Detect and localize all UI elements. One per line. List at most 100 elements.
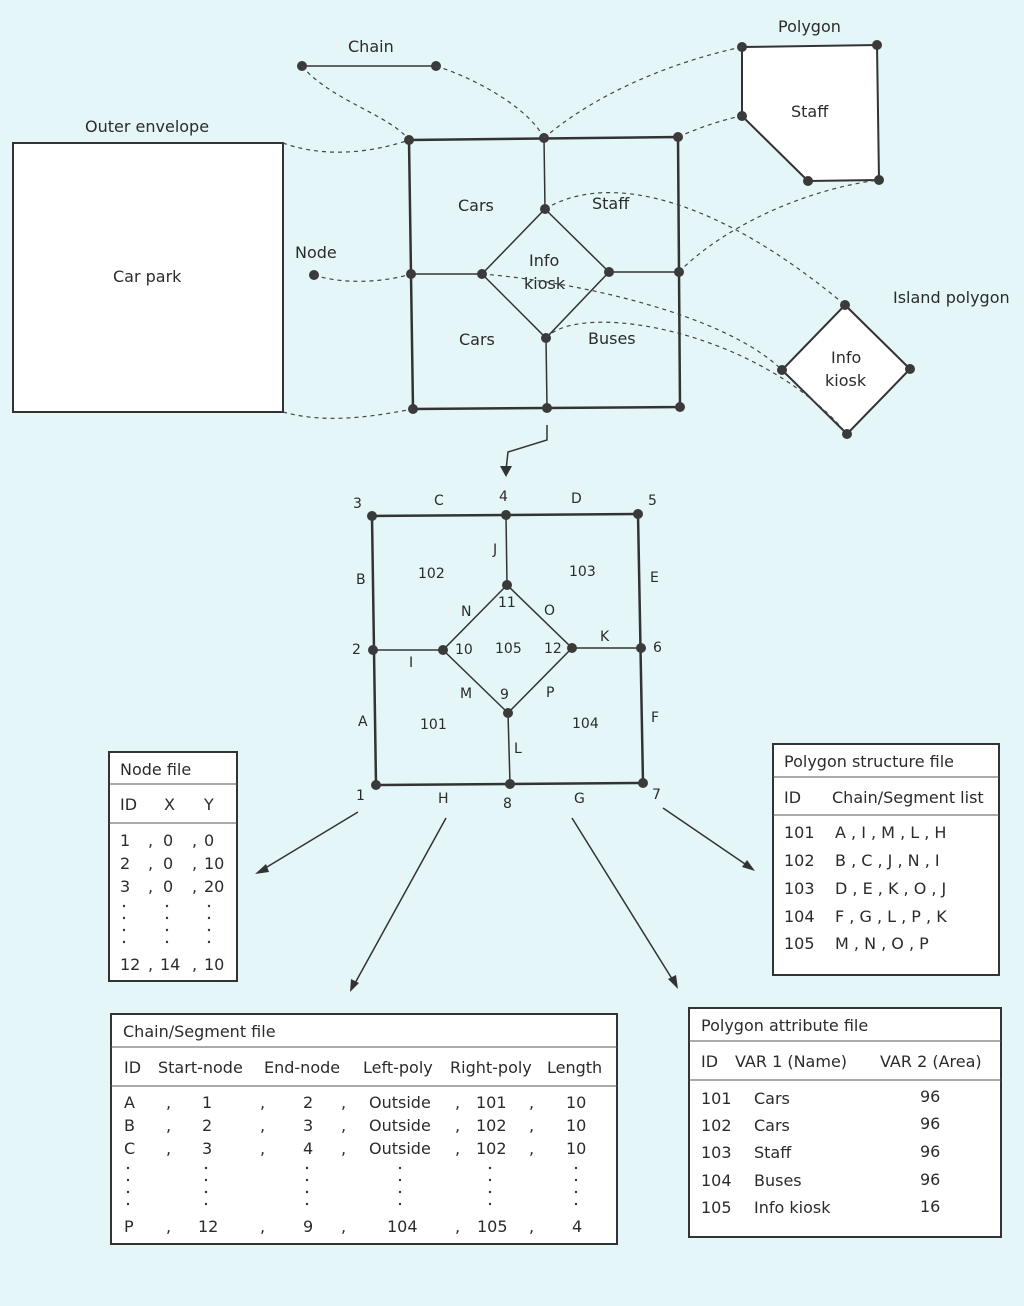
node-file-cell: 10 [204, 955, 224, 974]
node-11-dot [502, 580, 512, 590]
node-id-label: 6 [653, 640, 662, 656]
polygon-attribute-cell: 16 [920, 1197, 940, 1216]
comma-separator: , [529, 1217, 534, 1236]
segment-label: D [571, 491, 582, 507]
chain-segment-cell: Outside [369, 1116, 431, 1135]
outer-envelope-label: Outer envelope [85, 117, 209, 136]
polygon-structure-cell: 102 [784, 851, 815, 870]
ellipsis-dot [305, 1178, 309, 1182]
node-id-label: 11 [498, 595, 516, 611]
chain-segment-header: Length [547, 1058, 602, 1077]
node-10-dot [438, 645, 448, 655]
node-id-label: 9 [500, 687, 509, 703]
chain-segment-cell: 3 [303, 1116, 313, 1135]
ellipsis-dot [488, 1178, 492, 1182]
map-node [542, 403, 552, 413]
polygon-structure-cell: 105 [784, 934, 815, 953]
comma-separator: , [166, 1093, 171, 1112]
node-3-dot [367, 511, 377, 521]
chain-segment-cell: C [124, 1139, 135, 1158]
node-file-header: Y [203, 795, 214, 814]
node-1-dot [371, 780, 381, 790]
chain-segment-cell: 10 [566, 1093, 586, 1112]
comma-separator: , [260, 1116, 265, 1135]
comma-separator: , [260, 1139, 265, 1158]
chain-segment-header: Start-node [158, 1058, 243, 1077]
polygon-attribute-cell: 96 [920, 1114, 940, 1133]
comma-separator: , [455, 1139, 460, 1158]
polygon-attribute-header: VAR 2 (Area) [880, 1052, 982, 1071]
comma-separator: , [455, 1093, 460, 1112]
ellipsis-dot [574, 1166, 578, 1170]
node-file-cell: , [148, 955, 153, 974]
chain-segment-rows: A 1 2 Outside 101 10 B 2 3 Outside 102 1… [124, 1093, 586, 1236]
polygon-label: Polygon [778, 17, 841, 36]
polygon-id-label: 105 [495, 641, 522, 657]
polygon-attribute-table: Polygon attribute file ID VAR 1 (Name) V… [688, 1007, 1002, 1238]
polygon-attribute-header: ID [701, 1052, 718, 1071]
polygon-vertex [872, 40, 882, 50]
node-file-cell: 14 [160, 955, 180, 974]
polygon-attribute-cell: 104 [701, 1171, 732, 1190]
chain-label: Chain [348, 37, 394, 56]
polygon-structure-header: ID [784, 788, 801, 807]
chain-segment-header: Left-poly [363, 1058, 433, 1077]
chain-segment-cell: B [124, 1116, 135, 1135]
polygon-structure-cell: F , G , L , P , K [835, 907, 947, 926]
chain-segment-cell: P [124, 1217, 134, 1236]
chain-segment-cell: 4 [303, 1139, 313, 1158]
polygon-attribute-cell: 96 [920, 1087, 940, 1106]
node-file-cell: , [148, 877, 153, 896]
polygon-structure-table: Polygon structure file ID Chain/Segment … [772, 743, 1000, 976]
node-file-table: Node file ID X Y 1 , 0 , 0 2 , 0 , 10 3 … [108, 751, 238, 982]
polygon-attribute-header: VAR 1 (Name) [735, 1052, 847, 1071]
polygon-structure-cell: D , E , K , O , J [835, 879, 946, 898]
polygon-attribute-cell: 103 [701, 1143, 732, 1162]
chain-segment-cell: 9 [303, 1217, 313, 1236]
segment-label: C [434, 493, 444, 509]
map-divider [545, 337, 548, 409]
chain-segment-cell: Outside [369, 1139, 431, 1158]
node-12-dot [567, 643, 577, 653]
polygon-attribute-cell: Cars [754, 1116, 790, 1135]
ellipsis-dot [574, 1178, 578, 1182]
map-divider [543, 137, 546, 210]
node-id-label: 7 [652, 787, 661, 803]
node-id-label: 3 [353, 496, 362, 512]
polygon-id-label: 103 [569, 564, 596, 580]
ellipsis-dot [398, 1190, 402, 1194]
island-info-label: Info [831, 348, 861, 367]
ellipsis-dot [204, 1166, 208, 1170]
segment-label: E [650, 570, 659, 586]
island-vertex [905, 364, 915, 374]
node-5-dot [633, 509, 643, 519]
polygon-structure-cell: A , I , M , L , H [835, 823, 946, 842]
polygon-attribute-cell: 101 [701, 1089, 732, 1108]
node-file-cell: 3 [120, 877, 130, 896]
segment-label: M [460, 686, 472, 702]
polygon-attribute-cell: 96 [920, 1170, 940, 1189]
comma-separator: , [166, 1116, 171, 1135]
polygon-attribute-cell: 102 [701, 1116, 732, 1135]
node-8-dot [505, 779, 515, 789]
polygon-structure-title: Polygon structure file [784, 752, 954, 771]
island-polygon-label-1: Island polygon [893, 288, 1010, 307]
comma-separator: , [529, 1093, 534, 1112]
node-file-cell: 0 [204, 831, 214, 850]
chain-segment-cell: 102 [476, 1116, 507, 1135]
node-file-header: X [164, 795, 175, 814]
ellipsis-dot [126, 1190, 130, 1194]
ellipsis-dot [126, 1178, 130, 1182]
node-file-cell: , [192, 877, 197, 896]
ellipsis-dot [488, 1166, 492, 1170]
polygon-structure-header: Chain/Segment list [832, 788, 984, 807]
car-park-rectangle [12, 142, 284, 413]
node-file-cell: 20 [204, 877, 224, 896]
segment-label: B [356, 572, 366, 588]
node-2-dot [368, 645, 378, 655]
comma-separator: , [455, 1116, 460, 1135]
ellipsis-dot [488, 1190, 492, 1194]
segment-label: G [574, 791, 585, 807]
ellipsis-dot [488, 1202, 492, 1206]
ellipsis-dot [305, 1190, 309, 1194]
